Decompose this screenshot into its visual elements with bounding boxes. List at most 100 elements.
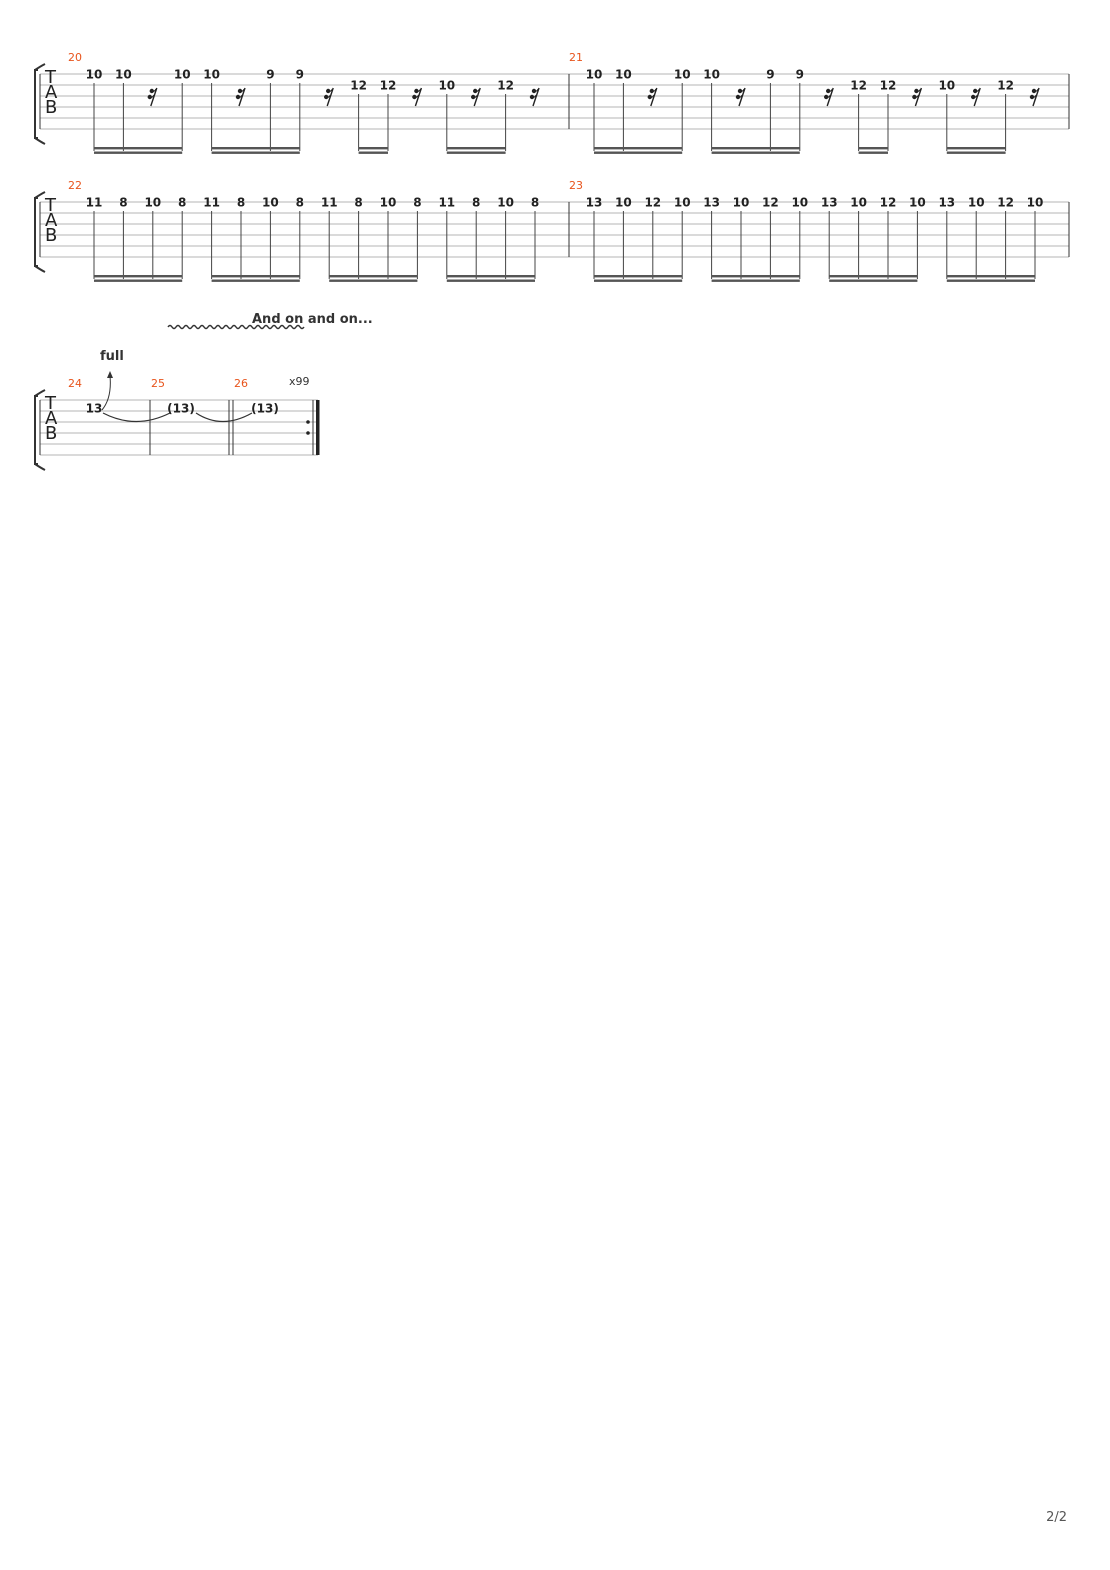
rest-flag [737,94,743,98]
fret-number: 12 [850,79,867,93]
rest-flag [826,94,831,98]
beam-primary [711,275,800,278]
sixteenth-rest [471,87,481,107]
fret-number: 11 [438,196,455,210]
fret-number: 10 [733,196,750,210]
bracket-hook [34,463,46,471]
beam-secondary [94,279,183,282]
fret-number: 8 [531,196,539,210]
rest-flag [1033,88,1039,92]
beam-secondary [358,151,388,154]
fret-number: 8 [119,196,127,210]
rest-flag [649,94,655,98]
beam-primary [446,147,506,150]
rest-flag [328,88,333,92]
rest-flag [651,88,657,92]
tie-arc [195,412,253,423]
fret-number: 10 [1027,196,1044,210]
page-number: 2/2 [1046,1510,1067,1525]
rest-stem [914,87,923,107]
fret-number: 8 [472,196,480,210]
sixteenth-rest [324,87,334,107]
fret-number: 9 [766,68,774,82]
measure-number: 25 [151,377,165,390]
fret-number: 12 [880,79,897,93]
rest-flag [239,88,245,92]
fret-number: 10 [674,68,691,82]
rest-stem [473,87,481,107]
rest-flag [237,94,243,98]
fret-number: 10 [615,196,632,210]
fret-number: 10 [115,68,132,82]
sixteenth-rest [412,87,423,107]
rest-flag [973,94,978,98]
rest-flag [326,94,331,98]
bend-arrowhead [107,371,113,378]
beam-primary [711,147,800,150]
fret-number: (13) [251,402,279,416]
rest-stem [238,87,246,107]
beam-secondary [211,151,300,154]
rest-flag [149,94,155,98]
tab-clef-letter: A [45,408,58,429]
fret-number: 13 [703,196,720,210]
rest-dot [412,94,417,100]
fret-number: 10 [615,68,632,82]
annotation-text: And on and on... [252,312,373,327]
fret-number: 11 [321,196,338,210]
beam-secondary [211,279,300,282]
fret-number: 12 [380,79,397,93]
rest-flag [1031,94,1037,98]
beam-primary [946,147,1006,150]
beam-secondary [711,279,800,282]
fret-number: 12 [497,79,514,93]
rest-stem [973,87,981,107]
rest-flag [914,94,919,98]
fret-number: 10 [850,196,867,210]
fret-number: 10 [909,196,926,210]
fret-number: 10 [438,79,455,93]
vibrato-line [167,324,305,330]
fret-number: 10 [86,68,103,82]
beam-primary [358,147,388,150]
tab-clef-letter: A [45,210,58,231]
fret-number: 10 [674,196,691,210]
repeat-dot [306,431,310,435]
fret-number: 10 [497,196,514,210]
fret-number: 10 [380,196,397,210]
rest-stem [532,87,540,107]
repeat-dot [306,420,310,424]
system-bracket [34,197,38,267]
sixteenth-rest [1029,87,1040,107]
fret-number: 9 [266,68,274,82]
tie-arc [102,412,171,422]
bracket-hook [34,389,46,397]
system-bracket [34,69,38,139]
rest-flag [739,88,745,92]
rest-flag [414,94,419,98]
sixteenth-rest [735,87,746,107]
system-bracket [34,395,38,465]
fret-number: (13) [167,402,195,416]
repeat-count: x99 [289,375,310,388]
sixteenth-rest [971,87,981,107]
bracket-hook [34,137,46,145]
rest-stem [1032,87,1040,107]
beam-secondary [829,279,918,282]
fret-number: 13 [586,196,603,210]
fret-number: 8 [354,196,362,210]
beam-primary [946,275,1035,278]
rest-flag [151,88,157,92]
fret-number: 8 [413,196,421,210]
sixteenth-rest [647,87,658,107]
rest-dot [414,88,419,94]
measure-number: 24 [68,377,82,390]
fret-number: 12 [997,196,1014,210]
rest-stem [826,87,834,107]
rest-flag [916,88,921,92]
rest-flag [473,94,478,98]
fret-number: 10 [703,68,720,82]
fret-number: 10 [968,196,985,210]
beam-secondary [594,279,683,282]
